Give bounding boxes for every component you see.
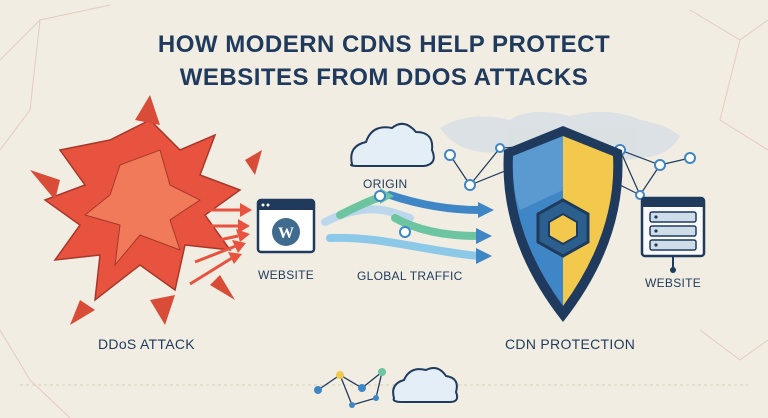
traffic-flows bbox=[321, 191, 484, 260]
global-traffic-label: GLOBAL TRAFFIC bbox=[357, 269, 463, 283]
origin-label: ORIGIN bbox=[363, 177, 408, 191]
svg-text:W: W bbox=[278, 225, 294, 242]
wordpress-icon bbox=[272, 218, 300, 246]
bottom-network-icon bbox=[314, 368, 386, 408]
flow-nodes bbox=[374, 190, 411, 238]
server-icon bbox=[640, 196, 706, 273]
cdn-protection-label: CDN PROTECTION bbox=[505, 336, 636, 352]
shield-icon bbox=[503, 126, 623, 322]
attack-arrows bbox=[189, 203, 252, 286]
page-title: HOW MODERN CDNS HELP PROTECT WEBSITES FR… bbox=[0, 28, 768, 94]
website-window-left: W bbox=[256, 198, 316, 254]
title-line-1: HOW MODERN CDNS HELP PROTECT bbox=[157, 31, 611, 58]
hexagon-core-icon bbox=[536, 198, 590, 258]
ddos-attack-label: DDoS ATTACK bbox=[98, 336, 195, 352]
background-network-lines bbox=[0, 4, 768, 418]
bottom-cloud-icon bbox=[392, 367, 459, 403]
cloud-icon bbox=[350, 122, 435, 167]
title-line-2: WEBSITES FROM DDOS ATTACKS bbox=[179, 64, 589, 91]
website-left-label: WEBSITE bbox=[258, 268, 315, 282]
explosion-shape bbox=[30, 95, 262, 325]
website-right-label: WEBSITE bbox=[645, 276, 702, 290]
